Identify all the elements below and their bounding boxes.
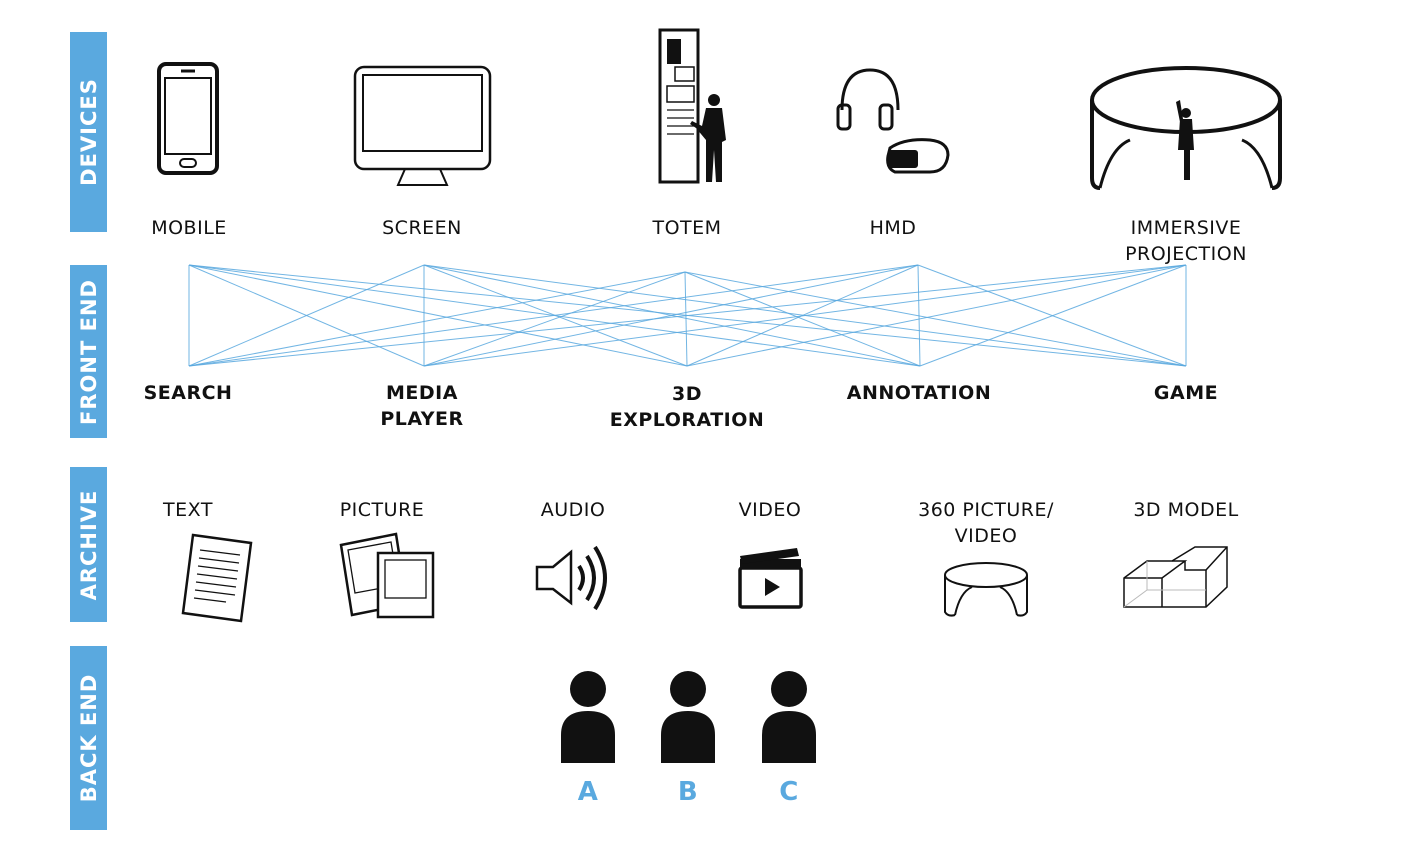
band-back-end: BACK END [70, 646, 107, 830]
band-archive: ARCHIVE [70, 467, 107, 622]
label-screen: SCREEN [382, 217, 462, 239]
label-user-b: B [677, 777, 699, 807]
label-picture: PICTURE [339, 499, 425, 521]
connector-line [188, 264, 688, 367]
label-search: SEARCH [143, 382, 233, 404]
connector-line [423, 264, 919, 367]
label-game: GAME [1153, 382, 1219, 404]
label-totem: TOTEM [652, 217, 722, 239]
label-hmd: HMD [869, 217, 917, 239]
connector-line [919, 264, 1187, 367]
label-3d-exploration: 3D EXPLORATION [609, 383, 765, 431]
label-mobile: MOBILE [151, 217, 227, 239]
connector-line [188, 264, 425, 367]
label-text: TEXT [163, 499, 213, 521]
label-3d-model: 3D MODEL [1133, 499, 1239, 521]
connector-line [684, 271, 688, 367]
label-audio: AUDIO [540, 499, 606, 521]
label-media-player: MEDIA PLAYER [380, 382, 464, 430]
connector-line [917, 264, 921, 367]
connector-line [686, 264, 1187, 367]
label-video: VIDEO [738, 499, 802, 521]
connector-line [188, 264, 919, 367]
band-devices: DEVICES [70, 32, 107, 232]
label-annotation: ANNOTATION [846, 382, 992, 404]
label-immersive-projection: IMMERSIVE PROJECTION [1125, 217, 1247, 265]
band-front-end: FRONT END [70, 265, 107, 438]
connector-line [423, 271, 686, 367]
connector-line [188, 271, 686, 367]
connector-line [684, 271, 1187, 367]
label-user-c: C [779, 777, 799, 807]
label-user-a: A [577, 777, 599, 807]
connector-line [423, 264, 1187, 367]
connector-line [188, 264, 1187, 367]
connector-line [684, 271, 921, 367]
label-360-picture-video: 360 PICTURE/ VIDEO [918, 499, 1054, 547]
